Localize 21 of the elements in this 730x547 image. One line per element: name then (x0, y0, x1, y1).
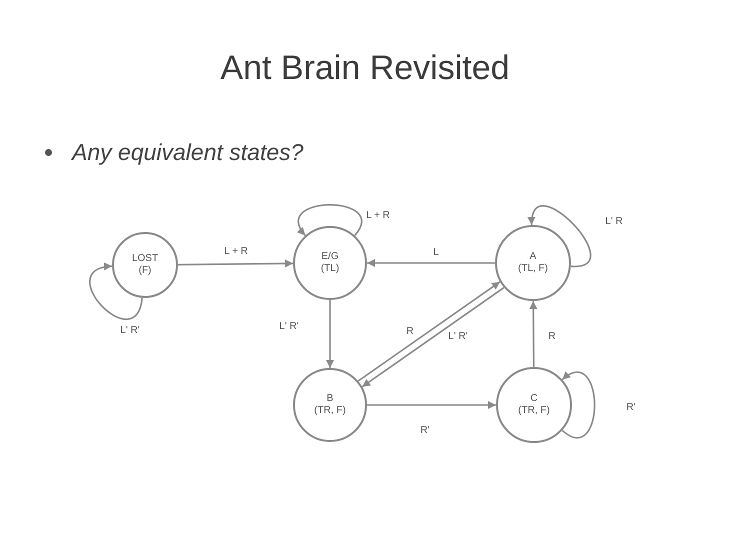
transition-arrow (178, 259, 293, 268)
transition-arrow (367, 401, 496, 409)
state-output: (TR, F) (518, 405, 550, 417)
state-name: E/G (321, 251, 339, 263)
slide-title: Ant Brain Revisited (219, 48, 511, 89)
state-output: (F) (138, 265, 152, 277)
state-output: (TL) (320, 263, 340, 275)
state-name: B (326, 393, 334, 405)
transition-arrow (89, 264, 143, 320)
transition-arrow (367, 259, 495, 267)
transition-arrow (326, 300, 334, 368)
bullet-text: Any equivalent states? (72, 138, 304, 166)
state-output: (TL, F) (518, 263, 548, 275)
transition-arrow (298, 204, 362, 236)
state-output: (TR, F) (314, 405, 346, 417)
transition-arrow (529, 301, 538, 367)
transition-arrow (562, 372, 596, 438)
state-name: LOST (132, 253, 158, 265)
state-name: C (530, 393, 538, 405)
state-name: A (530, 251, 536, 263)
transition-arrow (528, 205, 592, 268)
